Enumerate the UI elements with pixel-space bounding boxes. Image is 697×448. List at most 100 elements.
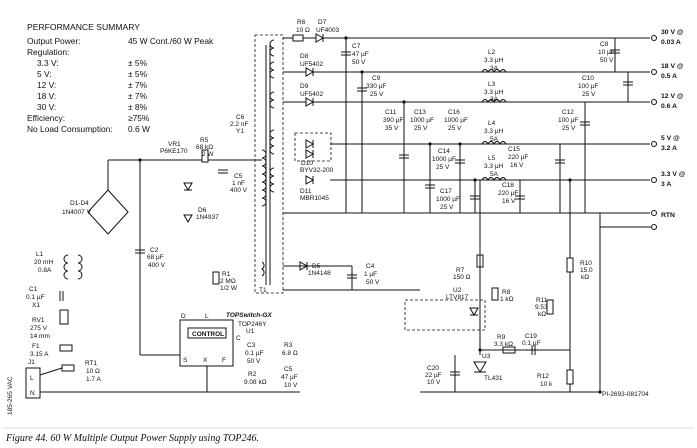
component-label: L3 [488,81,496,88]
component-label: L2 [488,49,496,56]
component-value: 16 V [510,162,524,169]
component-value: 16 V [502,198,516,205]
component-label: D1-D4 [70,200,89,207]
component-value: 2 MΩ [220,278,236,285]
output-voltage-label: 3.3 V @ [661,171,686,178]
component-value: 0.1 µF [245,350,264,357]
component-label: L4 [488,120,496,127]
component-label: VR1 [168,141,181,148]
component-value: 50 V [247,358,261,365]
summary-value: 45 W Cont./60 W Peak [128,36,214,46]
component-value: 1 µF [364,271,377,278]
transformer-outline [254,34,284,294]
output-current-label: 3 A [661,181,671,188]
output-terminal [651,177,657,183]
component-value: 10 k [540,381,553,388]
component-value: 20 mH [34,259,53,266]
transformer-t1: T1 [254,34,284,294]
secondary-winding [269,61,275,79]
summary-label: 30 V: [37,102,56,112]
component-value: 1N4148 [308,270,331,277]
component-value: 9.08 kΩ [244,379,267,386]
component-value: 0.8A [38,267,52,274]
component-value: LTV817 [446,294,469,301]
component-label: R6 [297,19,306,26]
component-label: D7 [318,19,327,26]
component-label: D8 [300,53,309,60]
component-label: R2 [248,371,257,378]
fuse-f1 [59,344,73,352]
component-label: C14 [438,148,450,155]
component-label: C20 [427,365,439,372]
summary-value: 0.6 W [128,124,150,134]
component-value: 50 V [366,279,380,286]
component-value: 3A [490,96,499,103]
component-label: C10 [582,75,594,82]
secondary-winding [269,91,275,109]
summary-label: 18 V: [37,91,56,101]
component-label: R10 [580,260,592,267]
component-value: MBR1045 [300,195,329,202]
diode-d6 [183,214,193,224]
component-label: C4 [366,263,375,270]
component-label: C8 [600,41,609,48]
component-value: 6.8 Ω [282,350,298,357]
component-label: C5 [234,173,243,180]
component-value: 1000 µF [436,196,460,203]
output-rails [283,35,657,230]
resistor-r1 [212,271,220,285]
component-label: C13 [414,109,426,116]
component-value: 25 V [582,91,596,98]
diode-d10 [305,139,315,149]
component-value: 3.3 µH [484,128,504,135]
component-value: 68 µF [147,254,164,261]
output-voltage-label: 5 V @ [661,135,680,142]
component-label: C19 [525,333,537,340]
component-label: R3 [284,342,293,349]
component-label: L1 [36,251,44,258]
output-voltage-label: 30 V @ [661,29,684,36]
optocoupler-u2 [404,299,486,331]
resistor-r5 [201,149,209,163]
component-label: L5 [488,155,496,162]
component-label: C6 [236,114,245,121]
component-value: 1N4937 [196,214,219,221]
component-value: 0.1 µF [522,340,541,347]
component-value: kΩ [581,274,589,281]
output-terminal [651,99,657,105]
bridge-rectifier [87,189,129,235]
component-value: BYV32-200 [300,167,334,174]
inductor-l4 [481,141,507,145]
control-label: CONTROL [192,331,224,338]
summary-title: PERFORMANCE SUMMARY [27,22,140,32]
component-value: 10 Ω [296,27,310,34]
component-value: 68 kΩ [196,144,213,151]
opto-led [469,307,479,317]
bias-winding [260,261,265,277]
summary-label: No Load Consumption: [27,124,113,134]
component-value: X1 [32,302,40,309]
component-value: 330 µF [366,83,386,90]
secondary-winding [269,39,275,57]
clamp-and-controller: VR1 P6KE170 R5 68 kΩ 2 W C6 2.2 nF Y1 C5… [108,114,300,393]
diode-d11 [305,175,315,185]
output-capacitors: C7 47 µF 50 V C9 330 µF 25 V C11 390 µF … [341,38,633,213]
summary-value: ± 8% [128,102,148,112]
pin-label: F [222,357,226,364]
resistor-r6 [292,34,304,42]
component-value: 1/2 W [220,285,238,292]
output-current-label: 0.03 A [661,39,681,46]
output-current-label: 3.2 A [661,145,677,152]
component-label: C3 [247,342,256,349]
component-label: R9 [497,334,506,341]
output-terminal [651,69,657,75]
component-label: U3 [482,353,491,360]
component-value: 2 W [202,151,214,158]
component-value: 3.15 A [30,351,49,358]
component-value: UF5402 [300,61,324,68]
output-terminal [651,35,657,41]
component-value: Y1 [236,128,244,135]
summary-label: Efficiency: [27,113,65,123]
component-value: 25 V [414,125,428,132]
inductor-l5 [481,177,507,181]
